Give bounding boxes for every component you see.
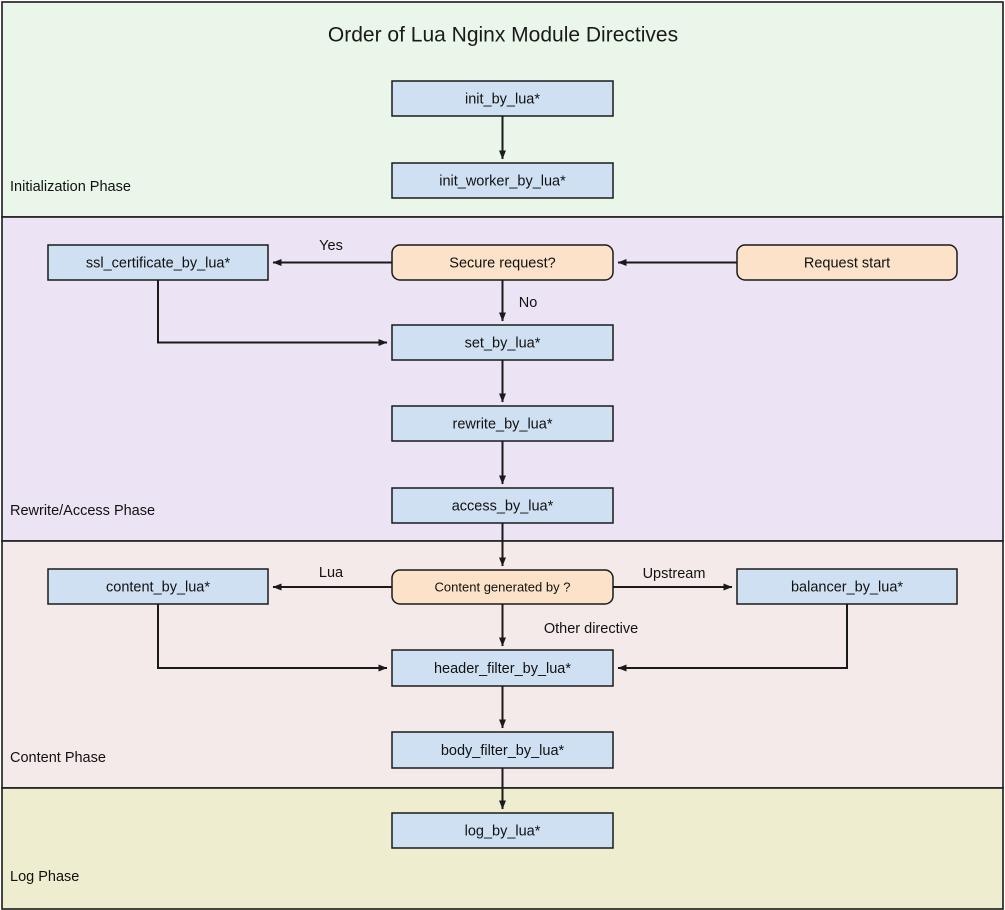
node-secure_request[interactable]: Secure request?: [391, 244, 614, 281]
node-label: balancer_by_lua*: [791, 579, 903, 595]
edge-e-ssl-to-set: [157, 280, 388, 346]
node-box[interactable]: [391, 812, 614, 849]
node-box[interactable]: [391, 405, 614, 442]
edge-e-contentlua-to-headerfilter: [157, 604, 388, 672]
node-box[interactable]: [391, 487, 614, 524]
edge-label: Upstream: [643, 566, 706, 582]
node-request_start[interactable]: Request start: [736, 244, 958, 281]
node-ssl_certificate[interactable]: ssl_certificate_by_lua*: [47, 244, 269, 281]
node-init_worker_by_lua[interactable]: init_worker_by_lua*: [391, 162, 614, 199]
node-content_by_lua[interactable]: content_by_lua*: [47, 568, 269, 605]
edge-e-contentq-to-balancer: Upstream: [613, 566, 733, 591]
node-box[interactable]: [391, 569, 614, 605]
edge-line: [157, 604, 388, 672]
node-label: Request start: [804, 255, 890, 271]
node-label: log_by_lua*: [465, 823, 541, 839]
node-box[interactable]: [47, 244, 269, 281]
flow-nodes: init_by_lua* init_worker_by_lua* Request s…: [47, 80, 958, 849]
node-box[interactable]: [47, 568, 269, 605]
node-content_generated_by[interactable]: Content generated by ?: [391, 569, 614, 605]
edge-line: [617, 604, 848, 672]
node-box[interactable]: [391, 80, 614, 117]
diagram-title: Order of Lua Nginx Module Directives: [328, 24, 678, 47]
node-label: ssl_certificate_by_lua*: [86, 255, 231, 271]
node-header_filter_by_lua[interactable]: header_filter_by_lua*: [391, 649, 614, 687]
node-label: init_by_lua*: [465, 91, 540, 107]
edge-e-secure-to-set: No: [499, 280, 538, 322]
node-label: Content generated by ?: [435, 579, 571, 594]
phase-band-label: Rewrite/Access Phase: [10, 503, 155, 519]
phase-band-label: Content Phase: [10, 750, 106, 766]
edge-label: Lua: [319, 565, 344, 581]
node-access_by_lua[interactable]: access_by_lua*: [391, 487, 614, 524]
node-box[interactable]: [391, 731, 614, 769]
node-box[interactable]: [736, 568, 958, 605]
node-body_filter_by_lua[interactable]: body_filter_by_lua*: [391, 731, 614, 769]
phase-band-label: Initialization Phase: [10, 179, 131, 195]
node-box[interactable]: [736, 244, 958, 281]
node-label: set_by_lua*: [465, 335, 541, 351]
edge-e-contentq-to-headerfilter: Other directive: [499, 604, 638, 647]
node-box[interactable]: [391, 324, 614, 361]
node-balancer_by_lua[interactable]: balancer_by_lua*: [736, 568, 958, 605]
edge-e-secure-to-ssl: Yes: [272, 238, 392, 266]
node-rewrite_by_lua[interactable]: rewrite_by_lua*: [391, 405, 614, 442]
node-box[interactable]: [391, 649, 614, 687]
node-label: init_worker_by_lua*: [439, 173, 566, 189]
node-label: Secure request?: [449, 255, 555, 271]
phase-band-label: Log Phase: [10, 869, 79, 885]
node-label: header_filter_by_lua*: [434, 661, 571, 677]
node-set_by_lua[interactable]: set_by_lua*: [391, 324, 614, 361]
node-box[interactable]: [391, 162, 614, 199]
node-label: content_by_lua*: [106, 579, 210, 595]
node-init_by_lua[interactable]: init_by_lua*: [391, 80, 614, 117]
edge-e-balancer-to-headerfilter: [617, 604, 848, 672]
node-label: rewrite_by_lua*: [453, 416, 553, 432]
node-label: access_by_lua*: [452, 498, 554, 514]
edge-line: [157, 280, 388, 346]
edge-label: Other directive: [544, 621, 638, 637]
node-box[interactable]: [391, 244, 614, 281]
edge-e-contentq-to-contentlua: Lua: [272, 565, 392, 591]
edge-label: Yes: [319, 238, 343, 254]
node-label: body_filter_by_lua*: [441, 743, 565, 759]
edge-label: No: [519, 295, 538, 311]
node-log_by_lua[interactable]: log_by_lua*: [391, 812, 614, 849]
